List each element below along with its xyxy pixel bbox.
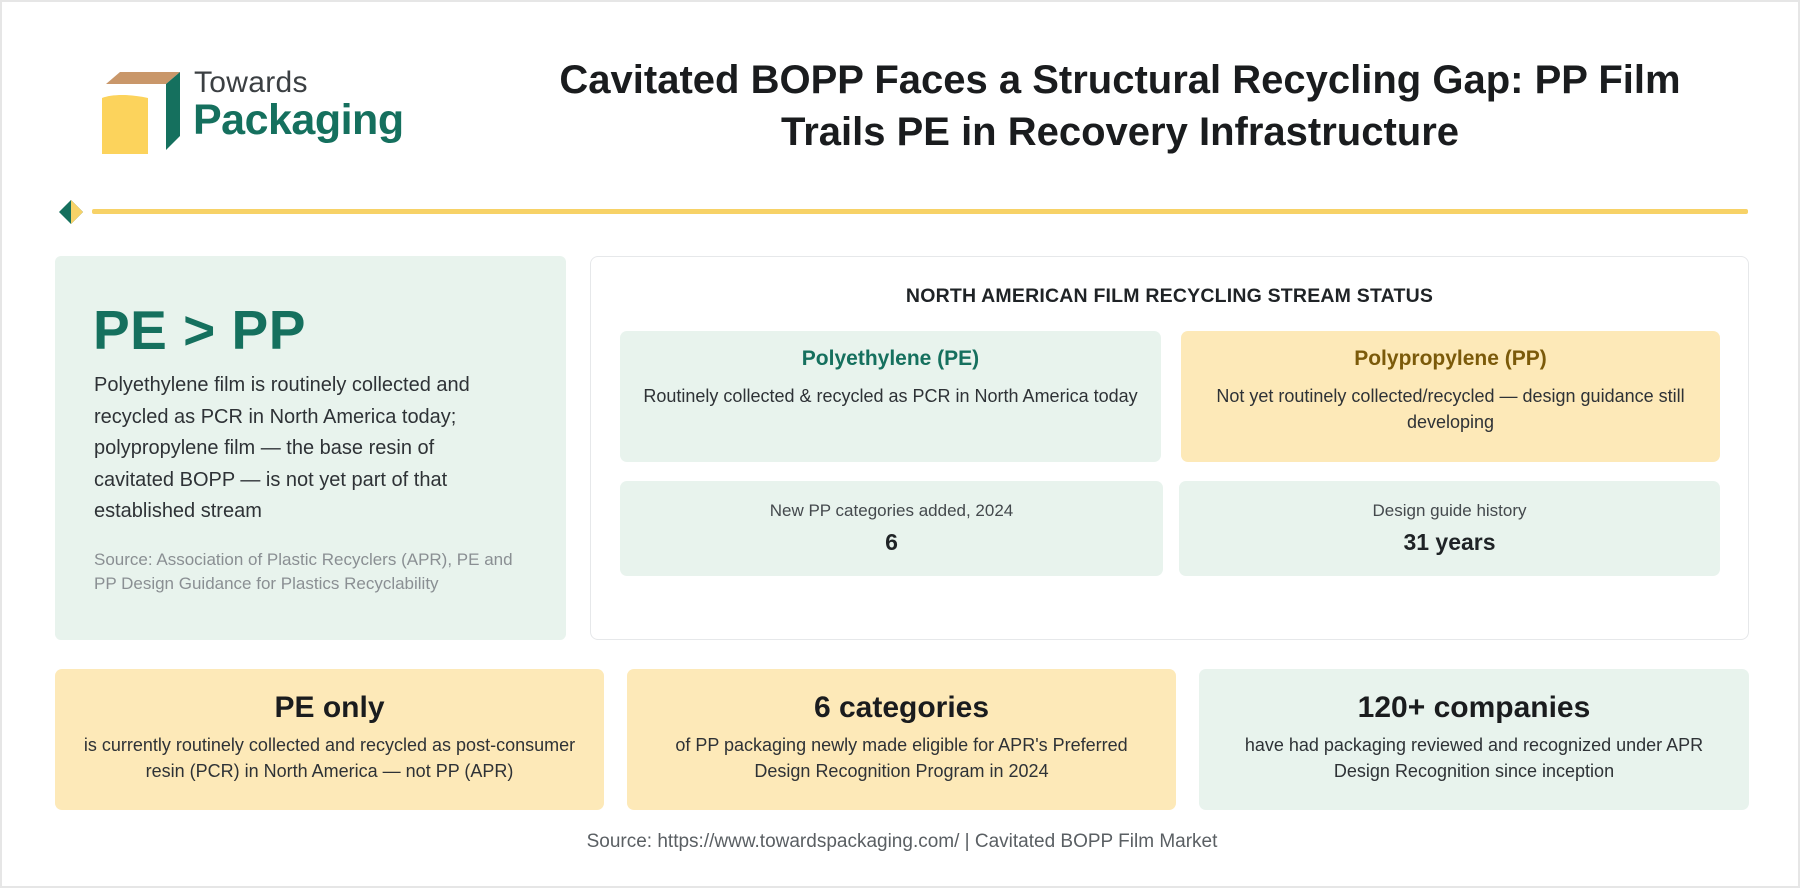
stat-card-pe-only: PE only is currently routinely collected…	[55, 669, 604, 810]
header-divider	[92, 209, 1748, 214]
logo-wordmark-bottom: Packaging	[193, 96, 404, 144]
pp-stream-description: Not yet routinely collected/recycled — d…	[1216, 386, 1685, 432]
box-icon	[102, 72, 180, 154]
key-finding-description: Polyethylene film is routinely collected…	[94, 374, 470, 522]
stream-status-heading: NORTH AMERICAN FILM RECYCLING STREAM STA…	[905, 285, 1434, 307]
key-finding-headline: PE > PP	[93, 299, 306, 361]
diamond-icon	[59, 200, 83, 224]
stat-description: of PP packaging newly made eligible for …	[675, 735, 1128, 781]
page-title: Cavitated BOPP Faces a Structural Recycl…	[559, 58, 1681, 154]
metric-design-guide-history: Design guide history 31 years	[1179, 481, 1720, 576]
pe-stream-title: Polyethylene (PE)	[801, 347, 980, 370]
stat-headline: 6 categories	[813, 691, 990, 724]
metric-new-pp-categories: New PP categories added, 2024 6	[620, 481, 1163, 576]
stat-headline: PE only	[274, 691, 385, 724]
metric-value: 6	[885, 529, 898, 555]
source-footer: Source: https://www.towardspackaging.com…	[586, 831, 1218, 852]
metric-label: New PP categories added, 2024	[769, 501, 1014, 520]
stat-headline: 120+ companies	[1357, 691, 1591, 724]
stat-description: have had packaging reviewed and recogniz…	[1244, 735, 1704, 781]
metric-value: 31 years	[1403, 529, 1496, 555]
pp-stream-title: Polypropylene (PP)	[1354, 347, 1547, 370]
stat-card-companies: 120+ companies have had packaging review…	[1199, 669, 1749, 810]
metric-label: Design guide history	[1372, 501, 1527, 520]
pe-stream-description: Routinely collected & recycled as PCR in…	[643, 386, 1138, 406]
brand-logo: Towards Packaging	[100, 66, 420, 156]
key-finding-source: Source: Association of Plastic Recyclers…	[94, 550, 513, 593]
stat-card-categories: 6 categories of PP packaging newly made …	[627, 669, 1176, 810]
stream-status-card: NORTH AMERICAN FILM RECYCLING STREAM STA…	[590, 256, 1749, 640]
stat-description: is currently routinely collected and rec…	[83, 735, 576, 781]
key-finding-card: PE > PP Polyethylene film is routinely c…	[55, 256, 566, 640]
pp-stream-panel: Polypropylene (PP) Not yet routinely col…	[1181, 331, 1720, 462]
logo-wordmark-top: Towards	[194, 66, 308, 99]
pe-stream-panel: Polyethylene (PE) Routinely collected & …	[620, 331, 1161, 462]
